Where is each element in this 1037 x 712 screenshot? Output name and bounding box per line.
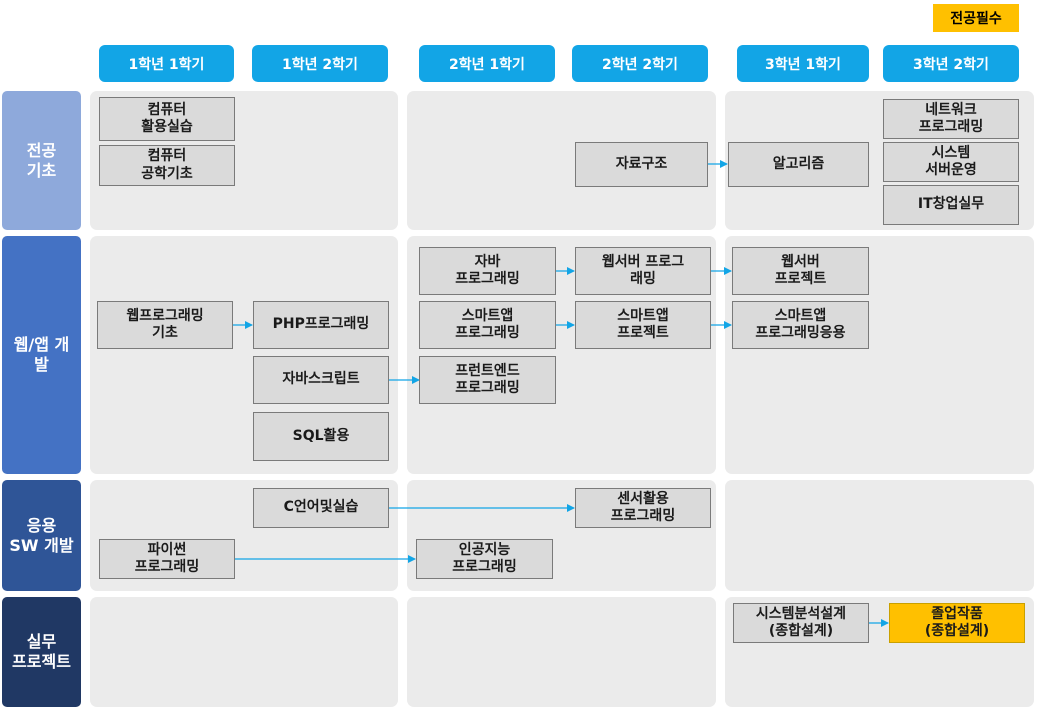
semester-header-y2s1: 2학년 1학기 xyxy=(419,45,555,82)
semester-header-y1s1: 1학년 1학기 xyxy=(99,45,234,82)
course-smartapp-project: 스마트앱 프로젝트 xyxy=(575,301,711,349)
course-computer-practice: 컴퓨터 활용실습 xyxy=(99,97,235,141)
semester-header-y3s2: 3학년 2학기 xyxy=(883,45,1019,82)
category-web-app: 웹/앱 개 발 xyxy=(2,236,81,474)
course-sql: SQL활용 xyxy=(253,412,389,461)
course-sensor-programming: 센서활용 프로그래밍 xyxy=(575,488,711,528)
course-php-programming: PHP프로그래밍 xyxy=(253,301,389,349)
course-web-programming-basics: 웹프로그래밍 기초 xyxy=(97,301,233,349)
course-computer-engineering: 컴퓨터 공학기초 xyxy=(99,145,235,186)
course-java-programming: 자바 프로그래밍 xyxy=(419,247,556,295)
course-algorithms: 알고리즘 xyxy=(728,142,869,187)
course-c-language: C언어및실습 xyxy=(253,488,389,528)
panel-project-year2 xyxy=(407,597,716,707)
semester-header-y3s1: 3학년 1학기 xyxy=(737,45,869,82)
course-data-structures: 자료구조 xyxy=(575,142,708,187)
course-system-server: 시스템 서버운영 xyxy=(883,142,1019,182)
semester-header-y2s2: 2학년 2학기 xyxy=(572,45,708,82)
course-graduation-work: 졸업작품 (종합설계) xyxy=(889,603,1025,643)
category-major-basics: 전공 기초 xyxy=(2,91,81,230)
course-webserver-programming: 웹서버 프로그 래밍 xyxy=(575,247,711,295)
course-network-programming: 네트워크 프로그래밍 xyxy=(883,99,1019,139)
course-system-analysis: 시스템분석설계 (종합설계) xyxy=(733,603,869,643)
required-legend: 전공필수 xyxy=(933,4,1019,32)
course-smartapp-programming: 스마트앱 프로그래밍 xyxy=(419,301,556,349)
panel-project-year1 xyxy=(90,597,398,707)
panel-appsw-year3 xyxy=(725,480,1034,591)
category-applied-sw: 응용 SW 개발 xyxy=(2,480,81,591)
course-ai-programming: 인공지능 프로그래밍 xyxy=(416,539,553,579)
course-webserver-project: 웹서버 프로젝트 xyxy=(732,247,869,295)
course-frontend-programming: 프런트엔드 프로그래밍 xyxy=(419,356,556,404)
semester-header-y1s2: 1학년 2학기 xyxy=(252,45,388,82)
category-practical-project: 실무 프로젝트 xyxy=(2,597,81,707)
course-smartapp-applied: 스마트앱 프로그래밍응용 xyxy=(732,301,869,349)
course-javascript: 자바스크립트 xyxy=(253,356,389,404)
course-python-programming: 파이썬 프로그래밍 xyxy=(99,539,235,579)
course-it-startup: IT창업실무 xyxy=(883,185,1019,225)
